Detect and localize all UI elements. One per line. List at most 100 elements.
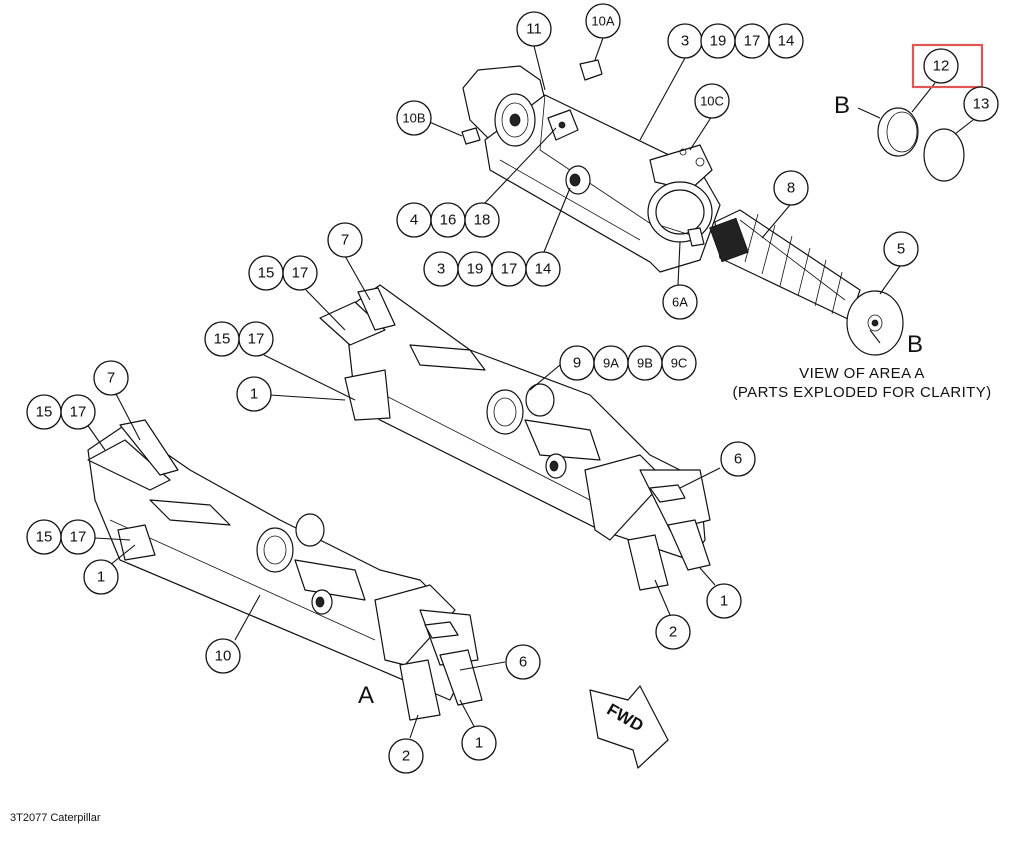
callout-19-top: 19 (700, 23, 736, 59)
svg-text:9: 9 (573, 355, 581, 372)
leader-lines (83, 37, 974, 739)
svg-text:6A: 6A (672, 295, 688, 310)
callout-1-mid: 1 (236, 376, 272, 412)
callout-12-highlight (911, 43, 984, 89)
svg-text:19: 19 (710, 33, 727, 50)
callout-13: 13 (963, 86, 999, 122)
callout-2-low: 2 (388, 738, 424, 774)
svg-text:8: 8 (787, 180, 795, 197)
view-caption-line2: (PARTS EXPLODED FOR CLARITY) (732, 384, 991, 401)
forward-arrow: FWD (589, 685, 669, 769)
callout-19-mid: 19 (457, 251, 493, 287)
svg-text:17: 17 (292, 265, 309, 282)
svg-text:6: 6 (519, 654, 527, 671)
callout-6-mid: 6 (720, 441, 756, 477)
callout-9: 9 (559, 345, 595, 381)
callout-9C: 9C (661, 345, 697, 381)
middle-track-frame (319, 284, 711, 591)
callout-15-low-a: 15 (26, 394, 62, 430)
callout-3-top: 3 (667, 23, 703, 59)
svg-text:17: 17 (744, 33, 761, 50)
callout-12: 12 (923, 48, 959, 84)
callout-6-low: 6 (505, 644, 541, 680)
svg-text:14: 14 (535, 261, 552, 278)
svg-text:1: 1 (250, 386, 258, 403)
callout-11: 11 (516, 11, 552, 47)
callout-18: 18 (464, 202, 500, 238)
callout-8: 8 (773, 170, 809, 206)
callout-17-mid-b: 17 (238, 321, 274, 357)
svg-text:7: 7 (341, 232, 349, 249)
lower-track-frame (87, 419, 483, 721)
callout-14-mid: 14 (525, 251, 561, 287)
svg-text:19: 19 (467, 261, 484, 278)
callout-6A: 6A (662, 284, 698, 320)
svg-text:6: 6 (734, 451, 742, 468)
svg-text:1: 1 (720, 593, 728, 610)
svg-text:9A: 9A (603, 356, 619, 371)
callout-7-mid: 7 (327, 222, 363, 258)
callout-15-low-b: 15 (26, 519, 62, 555)
recoil-spring-assembly (709, 209, 904, 356)
callout-5: 5 (883, 231, 919, 267)
callout-10B: 10B (396, 100, 432, 136)
svg-text:13: 13 (973, 96, 990, 113)
svg-text:14: 14 (778, 33, 795, 50)
svg-text:7: 7 (107, 370, 115, 387)
callout-17-low-b: 17 (60, 519, 96, 555)
callout-17-top: 17 (734, 23, 770, 59)
area-letter-a: A (358, 682, 374, 709)
svg-text:15: 15 (36, 404, 53, 421)
callout-4: 4 (396, 202, 432, 238)
section-letter-b-top: B (834, 92, 850, 119)
footer-caption: 3T2077 Caterpillar (10, 812, 101, 824)
callout-17-mid-a: 17 (282, 255, 318, 291)
callout-10: 10 (205, 638, 241, 674)
svg-text:17: 17 (70, 404, 87, 421)
svg-text:1: 1 (97, 569, 105, 586)
callout-1-low: 1 (461, 725, 497, 761)
callout-14-top: 14 (768, 23, 804, 59)
svg-text:10B: 10B (402, 111, 425, 126)
callout-7-low: 7 (93, 360, 129, 396)
svg-text:17: 17 (501, 261, 518, 278)
svg-text:2: 2 (402, 748, 410, 765)
svg-text:9C: 9C (671, 356, 688, 371)
callout-17-mid: 17 (491, 251, 527, 287)
svg-text:18: 18 (474, 212, 491, 229)
callout-3-mid: 3 (423, 251, 459, 287)
callout-1-low-left: 1 (83, 559, 119, 595)
rings-b (877, 107, 965, 182)
svg-text:16: 16 (440, 212, 457, 229)
svg-text:4: 4 (410, 212, 418, 229)
svg-text:15: 15 (258, 265, 275, 282)
svg-text:2: 2 (669, 624, 677, 641)
upper-recoil-housing (461, 59, 721, 273)
svg-text:3: 3 (681, 33, 689, 50)
svg-text:17: 17 (70, 529, 87, 546)
callout-16: 16 (430, 202, 466, 238)
callout-2-mid: 2 (655, 614, 691, 650)
callout-17-low-a: 17 (60, 394, 96, 430)
callout-15-mid-b: 15 (204, 321, 240, 357)
svg-text:5: 5 (897, 241, 905, 258)
svg-text:9B: 9B (637, 356, 653, 371)
callout-9B: 9B (627, 345, 663, 381)
callout-9A: 9A (593, 345, 629, 381)
section-letter-b-bottom: B (907, 331, 923, 358)
callout-15-mid-a: 15 (248, 255, 284, 291)
svg-text:10C: 10C (700, 94, 724, 109)
view-caption-line1: VIEW OF AREA A (799, 365, 925, 382)
callout-1-mid-right: 1 (706, 583, 742, 619)
callout-10A: 10A (585, 3, 621, 39)
svg-text:10: 10 (215, 648, 232, 665)
callout-10C: 10C (694, 83, 730, 119)
svg-text:12: 12 (933, 58, 950, 75)
svg-text:10A: 10A (591, 14, 614, 29)
svg-text:15: 15 (36, 529, 53, 546)
svg-text:1: 1 (475, 735, 483, 752)
svg-text:15: 15 (214, 331, 231, 348)
svg-text:17: 17 (248, 331, 265, 348)
svg-text:11: 11 (526, 21, 542, 38)
